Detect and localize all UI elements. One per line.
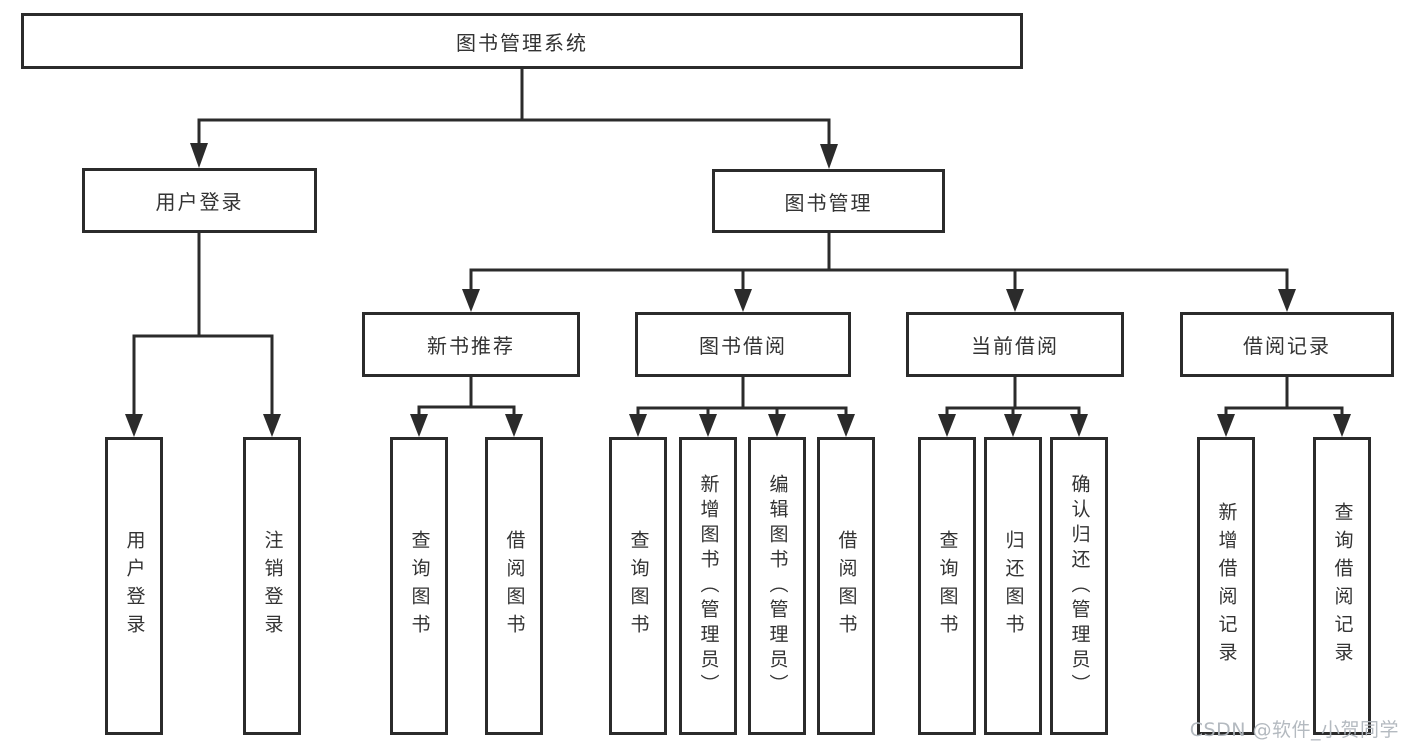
arrowhead-leaf-user-login — [125, 414, 143, 437]
arrowhead-leaf-br-query — [1333, 414, 1351, 437]
arrowhead-new-book-rec — [462, 289, 480, 312]
node-borrow-records: 借阅记录 — [1180, 312, 1394, 377]
arrowhead-leaf-cb-query — [938, 414, 956, 437]
node-new-book-rec-label: 新书推荐 — [427, 334, 515, 358]
node-leaf-nbr-borrow: 借阅图书 — [485, 437, 543, 735]
node-leaf-bb-add: 新增图书（管理员） — [679, 437, 737, 735]
node-leaf-cb-query-label: 查询图书 — [936, 530, 959, 642]
node-leaf-bb-borrow-label: 借阅图书 — [835, 530, 858, 642]
node-leaf-cb-query: 查询图书 — [918, 437, 976, 735]
node-book-borrow-label: 图书借阅 — [699, 334, 787, 358]
node-new-book-rec: 新书推荐 — [362, 312, 580, 377]
arrowhead-leaf-bb-edit — [768, 414, 786, 437]
node-leaf-br-add-label: 新增借阅记录 — [1215, 502, 1238, 670]
node-leaf-cb-return-label: 归还图书 — [1002, 530, 1025, 642]
arrowhead-leaf-bb-borrow — [837, 414, 855, 437]
node-leaf-user-login-label: 用户登录 — [123, 530, 146, 642]
node-user-login-label: 用户登录 — [155, 190, 244, 214]
node-current-borrow: 当前借阅 — [906, 312, 1124, 377]
arrowhead-leaf-nbr-query — [410, 414, 428, 437]
node-leaf-br-query-label: 查询借阅记录 — [1331, 502, 1354, 670]
node-leaf-logout: 注销登录 — [243, 437, 301, 735]
node-book-borrow: 图书借阅 — [635, 312, 851, 377]
arrowhead-current-borrow — [1006, 289, 1024, 312]
node-leaf-bb-query-label: 查询图书 — [627, 530, 650, 642]
arrowhead-leaf-bb-add — [699, 414, 717, 437]
node-leaf-logout-label: 注销登录 — [261, 530, 284, 642]
arrowhead-leaf-nbr-borrow — [505, 414, 523, 437]
node-leaf-br-add: 新增借阅记录 — [1197, 437, 1255, 735]
node-root: 图书管理系统 — [21, 13, 1023, 69]
node-leaf-nbr-query-label: 查询图书 — [408, 530, 431, 642]
connector-root-to-level2 — [197, 69, 831, 147]
connector-new-book-rec-to-leaves — [417, 377, 516, 416]
connector-user-login-to-leaves — [132, 233, 274, 417]
node-leaf-bb-query: 查询图书 — [609, 437, 667, 735]
arrowhead-book-borrow — [734, 289, 752, 312]
arrowhead-book-mgmt — [820, 144, 838, 169]
arrowhead-leaf-bb-query — [629, 414, 647, 437]
arrowhead-leaf-cb-confirm — [1070, 414, 1088, 437]
node-leaf-bb-add-label: 新增图书（管理员） — [697, 473, 720, 699]
node-user-login: 用户登录 — [82, 168, 317, 233]
node-leaf-cb-return: 归还图书 — [984, 437, 1042, 735]
connector-current-borrow-to-leaves — [945, 377, 1081, 416]
arrowhead-user-login — [190, 143, 208, 168]
node-leaf-nbr-borrow-label: 借阅图书 — [503, 530, 526, 642]
node-leaf-bb-borrow: 借阅图书 — [817, 437, 875, 735]
node-book-mgmt-label: 图书管理 — [784, 190, 873, 215]
arrowhead-leaf-br-add — [1217, 414, 1235, 437]
node-leaf-cb-confirm: 确认归还（管理员） — [1050, 437, 1108, 735]
csdn-watermark: CSDN @软件_小贺同学 — [1189, 719, 1399, 741]
node-leaf-user-login: 用户登录 — [105, 437, 163, 735]
node-root-label: 图书管理系统 — [456, 30, 588, 55]
node-leaf-bb-edit-label: 编辑图书（管理员） — [766, 473, 789, 699]
arrowhead-borrow-records — [1278, 289, 1296, 312]
connector-borrow-records-to-leaves — [1224, 377, 1344, 416]
arrowhead-leaf-cb-return — [1004, 414, 1022, 437]
node-leaf-br-query: 查询借阅记录 — [1313, 437, 1371, 735]
node-borrow-records-label: 借阅记录 — [1243, 334, 1331, 358]
node-book-mgmt: 图书管理 — [712, 169, 945, 233]
arrowhead-leaf-logout — [263, 414, 281, 437]
connector-book-borrow-to-leaves — [636, 377, 848, 416]
node-leaf-cb-confirm-label: 确认归还（管理员） — [1068, 473, 1091, 699]
node-current-borrow-label: 当前借阅 — [971, 334, 1059, 358]
node-leaf-nbr-query: 查询图书 — [390, 437, 448, 735]
node-leaf-bb-edit: 编辑图书（管理员） — [748, 437, 806, 735]
connector-book-mgmt-to-level3 — [469, 233, 1289, 291]
